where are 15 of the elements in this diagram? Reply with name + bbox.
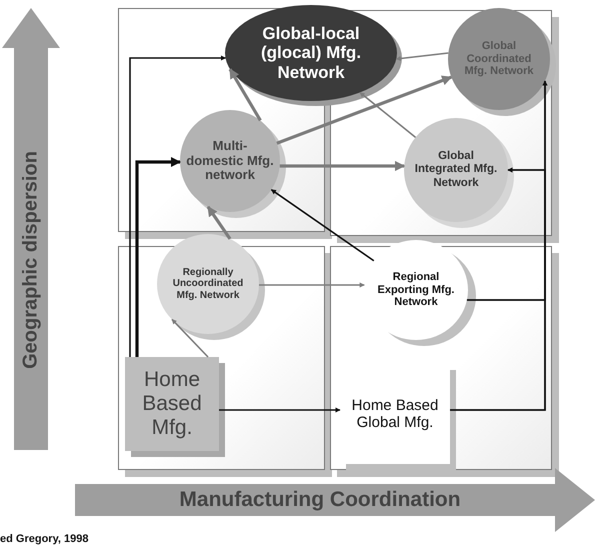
arrow xyxy=(228,68,262,122)
arrow xyxy=(276,76,452,145)
arrow xyxy=(206,206,232,240)
arrow xyxy=(396,52,448,62)
axis-label: Geographic dispersion xyxy=(20,151,42,369)
arrow xyxy=(129,55,226,357)
arrow xyxy=(466,167,546,301)
arrow xyxy=(280,160,406,172)
arrow xyxy=(135,156,182,357)
arrow xyxy=(259,282,365,288)
axis-label: Manufacturing Coordination xyxy=(179,488,461,512)
arrow xyxy=(219,407,340,413)
arrow xyxy=(359,92,416,138)
source-note: ed Gregory, 1998 xyxy=(0,533,88,545)
stage-box: Home Based Mfg. xyxy=(125,357,219,451)
